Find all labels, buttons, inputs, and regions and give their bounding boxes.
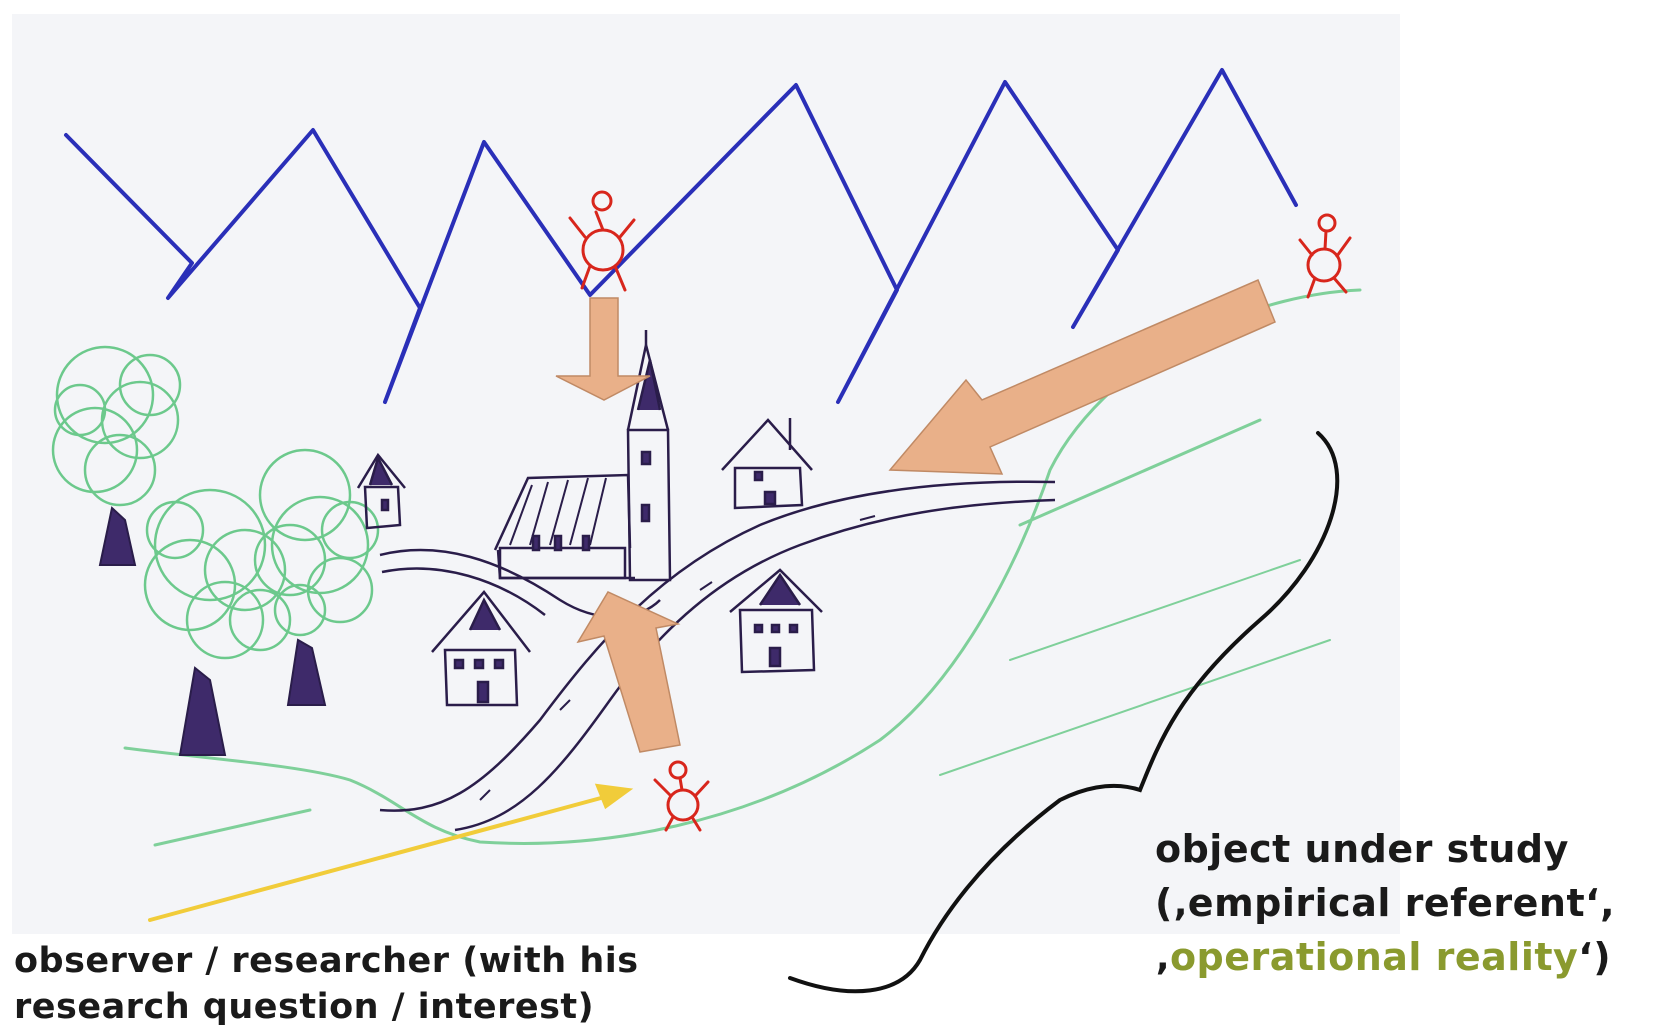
open-quote: ‚ bbox=[1155, 935, 1170, 979]
researcher-figures bbox=[568, 190, 1352, 832]
arrow-from-hill bbox=[888, 279, 1276, 475]
paper-background bbox=[12, 14, 1400, 934]
operational-reality-text: operational reality bbox=[1169, 935, 1579, 979]
object-caption-line3: ‚operational reality‘) bbox=[1155, 930, 1650, 984]
object-caption-line1: object under study bbox=[1155, 827, 1569, 871]
observer-pointer-arrow bbox=[148, 783, 634, 922]
observer-caption: observer / researcher (with his research… bbox=[14, 938, 734, 1030]
object-brace bbox=[788, 431, 1340, 994]
object-caption: object under study (‚empirical referent‘… bbox=[1155, 822, 1650, 984]
arrow-from-road bbox=[576, 591, 681, 753]
houses bbox=[356, 418, 823, 707]
figure-mountain-top bbox=[568, 190, 636, 292]
forest bbox=[51, 345, 380, 660]
figure-observer bbox=[653, 760, 710, 832]
road bbox=[379, 480, 1056, 832]
observer-caption-line2: research question / interest) bbox=[14, 987, 595, 1027]
church bbox=[493, 330, 672, 582]
figure-hill bbox=[1298, 213, 1352, 299]
observer-caption-line1: observer / researcher (with his bbox=[14, 941, 639, 981]
perspective-arrows bbox=[555, 279, 1276, 753]
object-caption-line2: (‚empirical referent‘, bbox=[1155, 881, 1616, 925]
mountain-range bbox=[64, 68, 1298, 404]
close-quote: ‘) bbox=[1578, 935, 1612, 979]
arrow-from-mountain bbox=[555, 297, 651, 401]
tree-trunks bbox=[98, 506, 327, 756]
